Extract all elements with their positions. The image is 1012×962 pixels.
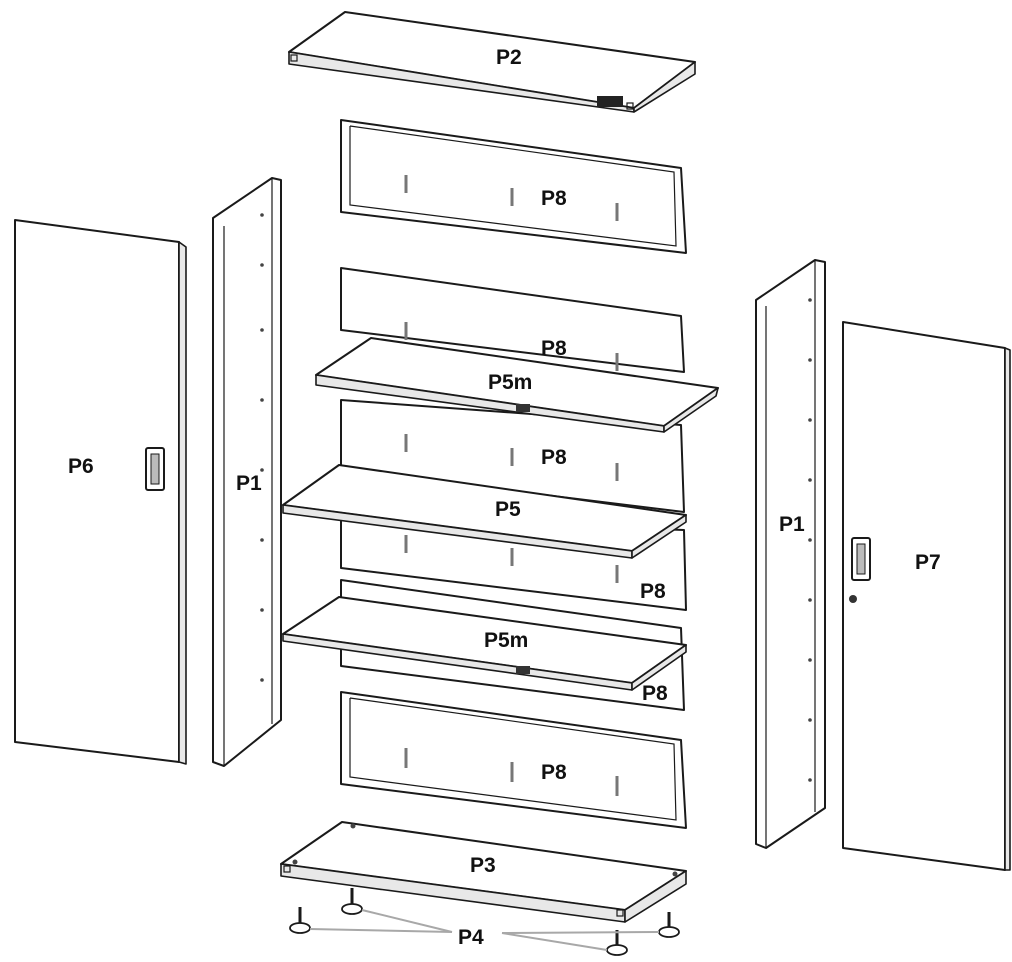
label-p2: P2 xyxy=(496,46,522,69)
door-p6-left xyxy=(14,219,187,765)
leveling-feet-p4 xyxy=(289,888,680,956)
back-panel-p8-6 xyxy=(340,691,687,829)
label-p4: P4 xyxy=(458,926,484,949)
shelf-bracket-lower xyxy=(516,666,530,674)
label-p1-right: P1 xyxy=(779,513,805,536)
label-p5m-lower: P5m xyxy=(484,629,528,652)
door-p7-right xyxy=(842,321,1011,871)
label-p8-1: P8 xyxy=(541,187,567,210)
label-p8-3: P8 xyxy=(541,446,567,469)
leveling-feet-leader-lines xyxy=(309,909,660,951)
label-p5-middle: P5 xyxy=(495,498,521,521)
label-p7: P7 xyxy=(915,551,941,574)
label-p3: P3 xyxy=(470,854,496,877)
door-p7-lock xyxy=(849,595,857,603)
leveling-foot-4 xyxy=(658,912,680,938)
label-p8-6: P8 xyxy=(541,761,567,784)
shelf-p5-middle xyxy=(282,464,687,559)
shelf-p5m-lower xyxy=(282,596,687,691)
leveling-foot-3 xyxy=(606,930,628,956)
label-p8-2: P8 xyxy=(541,337,567,360)
side-panel-p1-left xyxy=(212,177,282,767)
shelf-p5m-upper xyxy=(315,337,719,433)
label-p1-left: P1 xyxy=(236,472,262,495)
top-panel-p2 xyxy=(288,11,696,113)
side-panel-p1-right xyxy=(755,259,826,849)
label-p5m-upper: P5m xyxy=(488,371,532,394)
label-p8-4: P8 xyxy=(640,580,666,603)
bottom-panel-p3 xyxy=(280,821,687,923)
top-panel-label-plate xyxy=(597,96,623,107)
label-p6: P6 xyxy=(68,455,94,478)
leveling-foot-1 xyxy=(289,907,311,934)
label-p8-5: P8 xyxy=(642,682,668,705)
shelf-bracket-upper xyxy=(516,404,530,412)
back-panel-p8-2 xyxy=(340,267,685,373)
back-panel-p8-1 xyxy=(340,119,687,254)
leveling-foot-2 xyxy=(341,888,363,915)
